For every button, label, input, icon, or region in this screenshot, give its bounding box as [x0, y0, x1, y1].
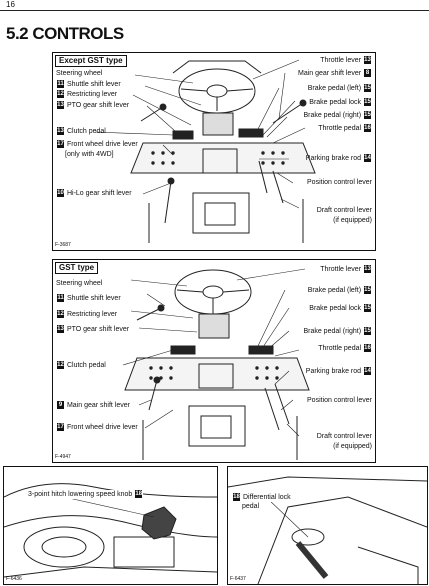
tractor-illustration-1	[94, 59, 316, 243]
page-number: 16	[6, 0, 15, 9]
label-brake-pedal-right: Brake pedal (right) 15	[303, 111, 371, 120]
label-pto-gear-shift-lever: 13 PTO gear shift lever	[57, 325, 130, 334]
label-restricting-lever: 12 Restricting lever	[57, 310, 118, 319]
label-if-equipped: (if equipped)	[333, 443, 372, 450]
label-brake-pedal-lock: Brake pedal lock 15	[309, 304, 371, 313]
label-differential-lock-pedal: 18 Differential lock	[232, 493, 291, 502]
label-brake-pedal-lock: Brake pedal lock 15	[309, 98, 371, 107]
figure-id: F-6436	[6, 576, 22, 582]
figure-id: F-6437	[230, 576, 246, 582]
label-clutch-pedal: 12 Clutch pedal	[57, 361, 106, 370]
label-draft-control-lever: Draft control lever	[316, 433, 372, 440]
section-title: 5.2 CONTROLS	[6, 24, 124, 43]
label-pto-gear-shift-lever: 13 PTO gear shift lever	[57, 101, 130, 110]
label-throttle-lever: Throttle lever 13	[320, 265, 371, 274]
panel-hitch-knob: 3-point hitch lowering speed knob 18 F-6…	[3, 466, 218, 585]
label-brake-pedal-right: Brake pedal (right) 15	[303, 327, 371, 336]
label-parking-brake-rod: Parking brake rod 14	[305, 367, 371, 376]
label-position-control-lever: Position control lever	[307, 397, 372, 404]
label-position-control-lever: Position control lever	[307, 179, 372, 186]
label-brake-pedal-left: Brake pedal (left) 15	[307, 84, 371, 93]
label-throttle-pedal: Throttle pedal 16	[318, 124, 371, 133]
header-rule	[0, 10, 429, 11]
diff-lock-illustration	[228, 476, 427, 584]
label-clutch-pedal: 13 Clutch pedal	[57, 127, 106, 136]
panel-diff-lock: 18 Differential lock pedal F-6437	[227, 466, 428, 585]
label-parking-brake-rod: Parking brake rod 14	[305, 154, 371, 163]
label-hi-lo-gear-shift-lever: 10 Hi-Lo gear shift lever	[57, 189, 132, 198]
label-shuttle-shift-lever: 11 Shuttle shift lever	[57, 294, 121, 303]
label-restricting-lever: 12 Restricting lever	[57, 90, 118, 99]
label-if-equipped: (if equipped)	[333, 217, 372, 224]
panel1-header: Except GST type	[55, 55, 127, 67]
label-differential-lock-pedal-2: pedal	[242, 502, 260, 511]
panel2-header: GST type	[55, 262, 99, 274]
figure-id: F-4947	[55, 454, 71, 460]
label-hitch-lowering-knob: 3-point hitch lowering speed knob 18	[28, 490, 144, 499]
panel-gst: GST type Steering wheel 11 Shuttle shift…	[52, 259, 376, 463]
label-only-4wd: [only with 4WD]	[65, 151, 114, 158]
panel-except-gst: Except GST type Steering wheel 11 Shuttl…	[52, 52, 376, 251]
label-front-wheel-drive-lever: 17 Front wheel drive lever	[57, 423, 138, 432]
hitch-knob-illustration	[4, 483, 217, 578]
label-main-gear-shift-lever: Main gear shift lever 8	[298, 69, 371, 78]
tractor-illustration-2	[122, 268, 310, 460]
label-brake-pedal-left: Brake pedal (left) 15	[307, 286, 371, 295]
label-main-gear-shift-lever: 9 Main gear shift lever	[57, 401, 130, 410]
figure-id: F-3687	[55, 242, 71, 248]
label-front-wheel-drive-lever: 17 Front wheel drive lever	[57, 140, 138, 149]
label-steering-wheel: Steering wheel	[56, 70, 103, 77]
label-throttle-pedal: Throttle pedal 16	[318, 344, 371, 353]
label-shuttle-shift-lever: 11 Shuttle shift lever	[57, 80, 121, 89]
label-steering-wheel: Steering wheel	[56, 280, 103, 287]
label-throttle-lever: Throttle lever 13	[320, 56, 371, 65]
label-draft-control-lever: Draft control lever	[316, 207, 372, 214]
